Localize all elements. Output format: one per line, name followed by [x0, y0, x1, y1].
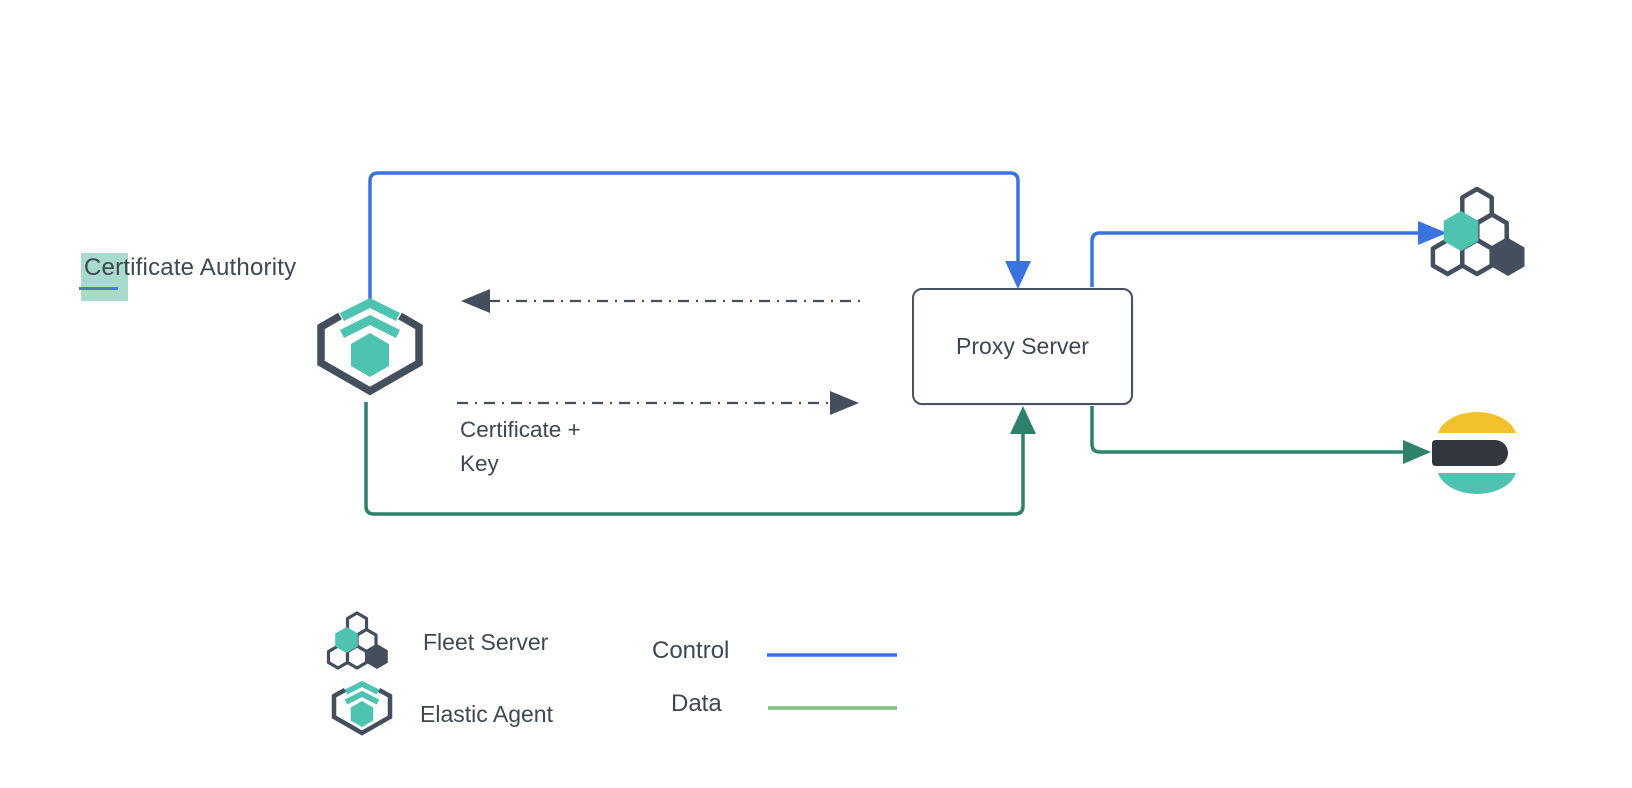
legend-elastic-agent-label: Elastic Agent	[420, 701, 553, 727]
text-caret-underline	[79, 287, 118, 290]
certificate-key-label: Certificate + Key	[460, 417, 581, 476]
legend-fleet-server-label: Fleet Server	[423, 629, 549, 655]
certificate-authority-label: Certificate Authority	[84, 254, 297, 281]
proxy-server-label: Proxy Server	[956, 333, 1089, 359]
text-selection-highlight	[81, 253, 128, 301]
certificate-request-arrow	[461, 289, 863, 313]
control-arrow-proxy-to-fleet	[1090, 221, 1447, 287]
legend-control-label: Control	[652, 637, 730, 664]
proxy-server-node: Proxy Server	[912, 288, 1133, 405]
elastic-agent-icon	[317, 297, 423, 396]
fleet-server-icon	[1430, 186, 1525, 277]
control-arrow-agent-to-proxy	[368, 171, 1031, 301]
elasticsearch-icon	[1432, 411, 1516, 495]
legend-data-label: Data	[671, 690, 722, 717]
legend-fleet-server-icon	[326, 611, 388, 670]
data-arrow-agent-to-proxy	[364, 402, 1036, 516]
legend-elastic-agent-icon	[331, 680, 393, 736]
certificate-key-arrow	[457, 391, 859, 415]
data-arrow-proxy-to-elasticsearch	[1090, 406, 1431, 464]
